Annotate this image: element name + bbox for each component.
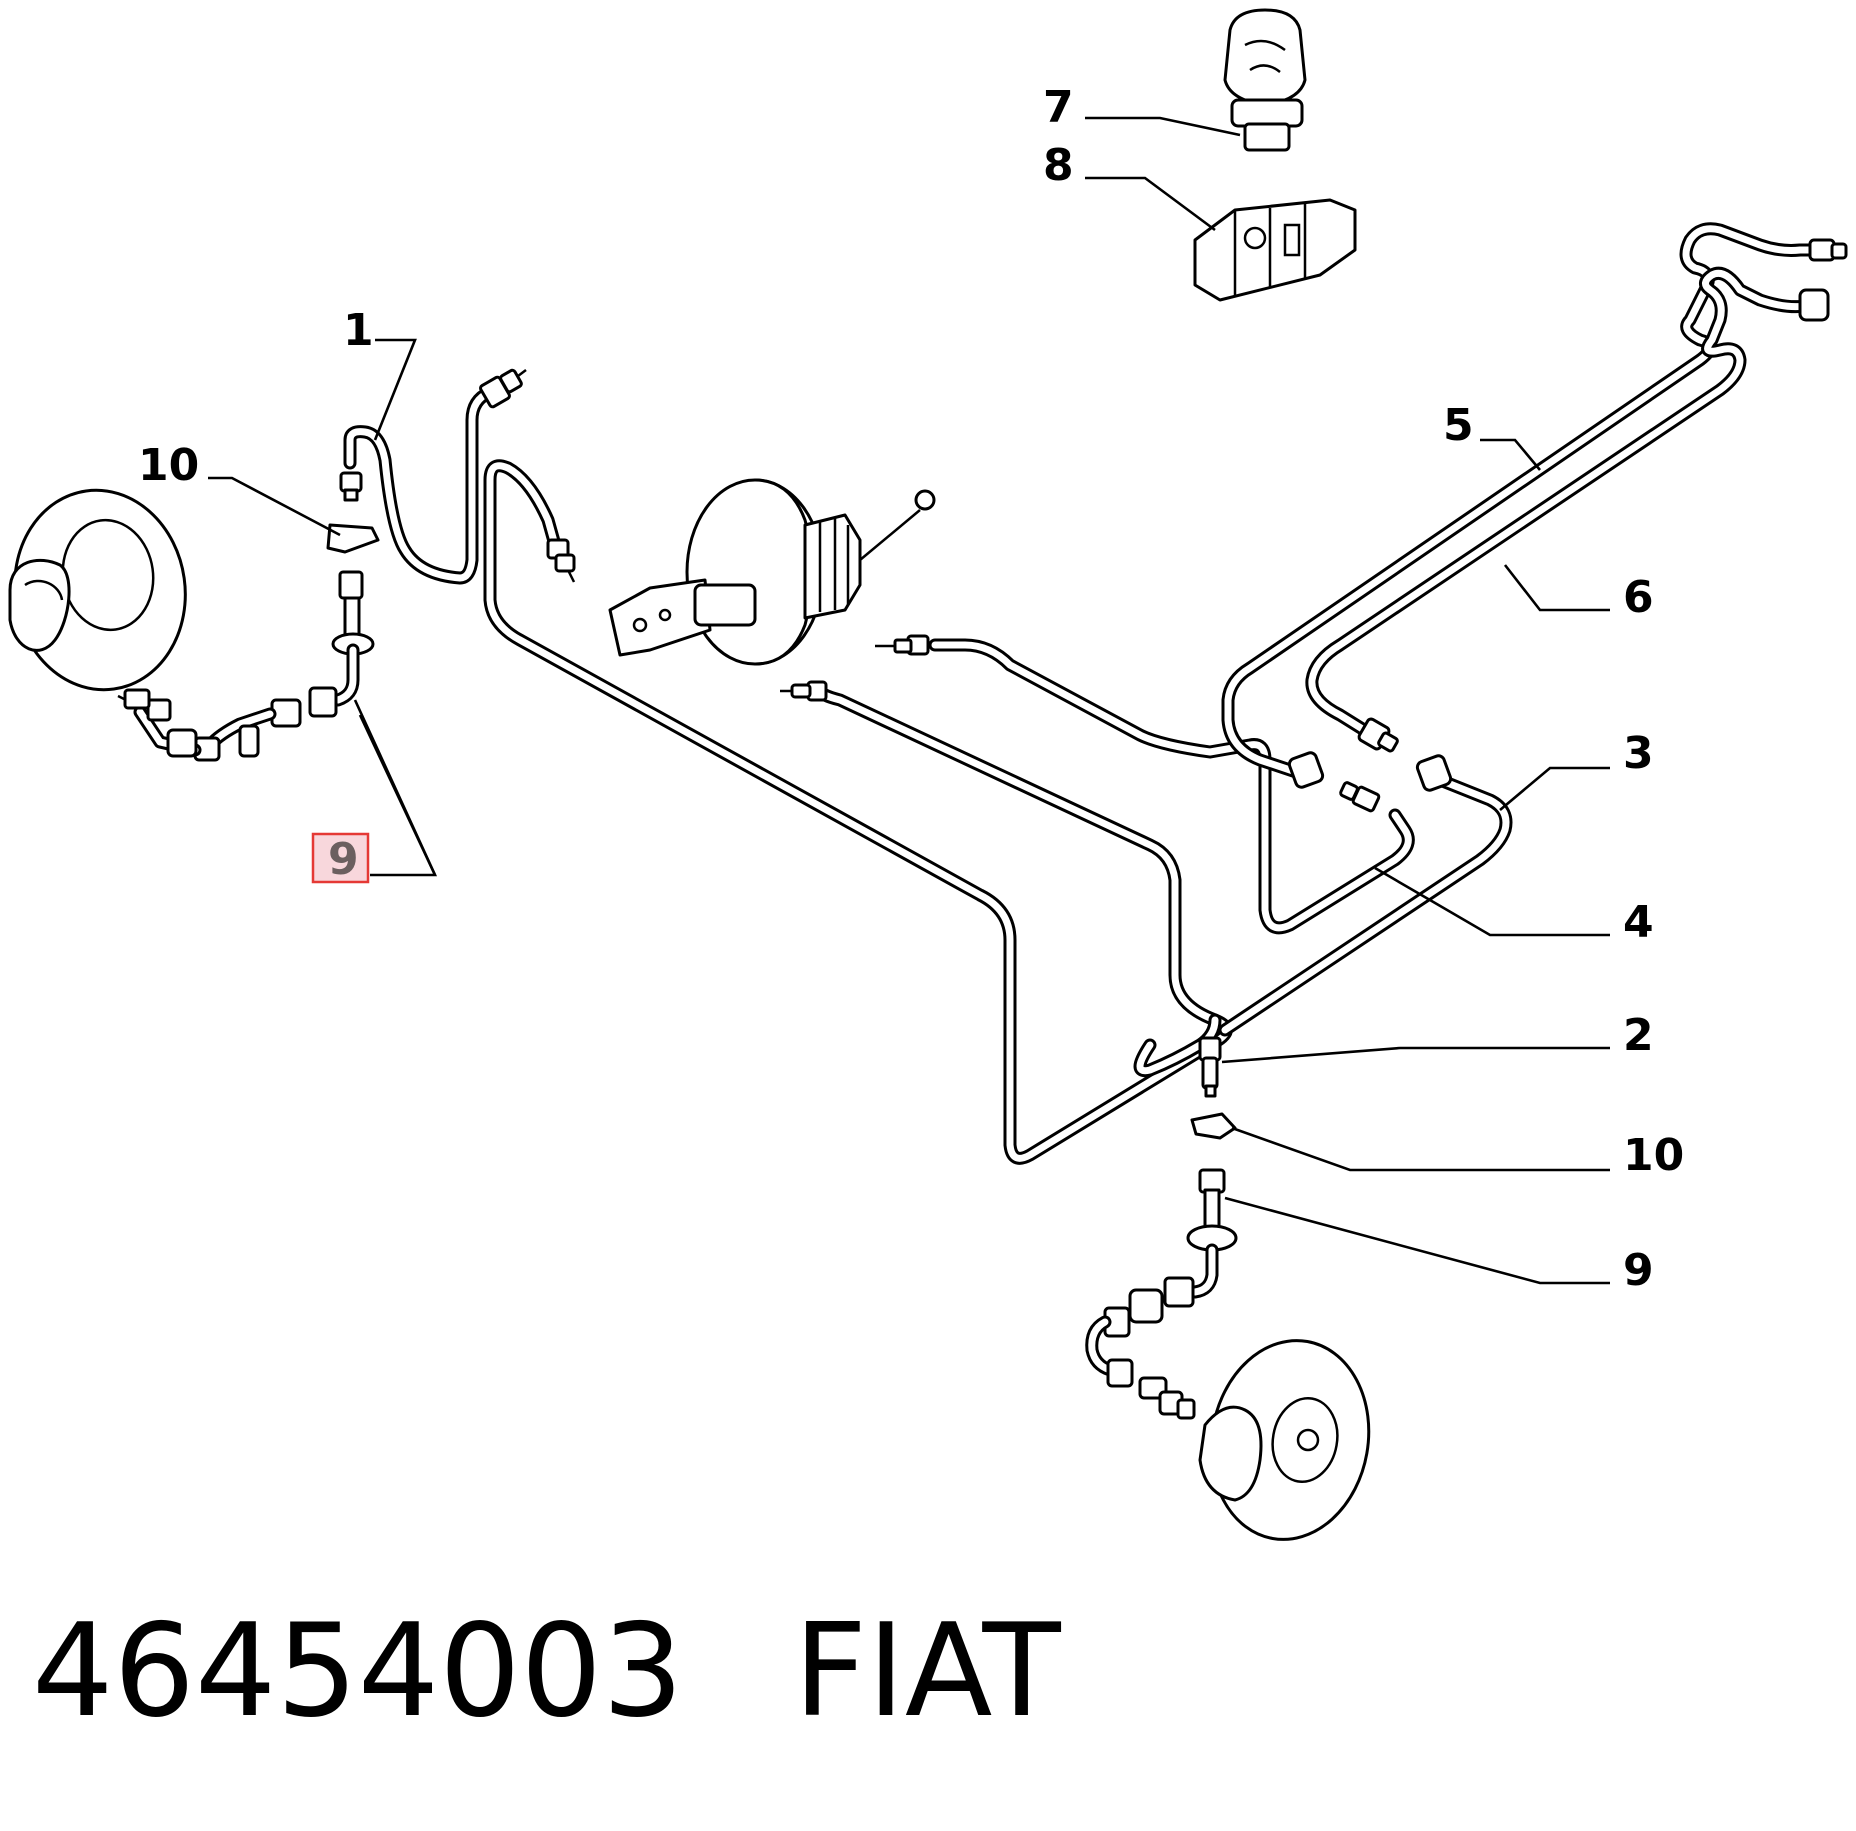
pipe-5 <box>1221 222 1848 789</box>
part-8-junction-block <box>1193 198 1357 302</box>
callout-7: 7 <box>1043 82 1074 133</box>
leader-10-left <box>208 476 341 537</box>
right-clip <box>1190 1112 1237 1140</box>
leader-1 <box>373 338 417 441</box>
pipe-4 <box>875 634 1415 935</box>
leader-9-left-b <box>358 714 437 876</box>
lower-tee-fitting <box>1133 1013 1222 1098</box>
callout-2: 2 <box>1623 1010 1654 1061</box>
callout-1: 1 <box>343 305 374 356</box>
pipe-6 <box>1305 266 1830 753</box>
callout-5: 5 <box>1443 400 1474 451</box>
left-brake-hose <box>117 570 375 762</box>
callout-10-right: 10 <box>1623 1130 1684 1181</box>
leader-2 <box>1221 1046 1610 1064</box>
leader-9-right <box>1224 1196 1610 1285</box>
callout-9-left: 9 <box>328 834 359 885</box>
leader-8 <box>1085 176 1216 232</box>
brake-booster <box>608 478 936 666</box>
leader-10-right <box>1231 1126 1610 1172</box>
left-clip <box>326 523 380 554</box>
footer: 46454003 FIAT <box>32 1592 1061 1752</box>
leader-4 <box>1374 866 1610 937</box>
leader-7 <box>1085 116 1241 137</box>
leader-3 <box>1499 766 1610 811</box>
callout-10-left: 10 <box>138 440 199 491</box>
pipe-3 <box>1218 754 1513 1037</box>
part-7-fitting <box>1223 8 1307 152</box>
callout-8: 8 <box>1043 140 1074 191</box>
part-number: 46454003 <box>32 1597 684 1746</box>
brand-name: FIAT <box>793 1597 1061 1746</box>
left-brake-disc <box>8 488 187 692</box>
callout-4: 4 <box>1623 897 1654 948</box>
callout-9-right: 9 <box>1623 1245 1654 1296</box>
callout-6: 6 <box>1623 572 1654 623</box>
callout-3: 3 <box>1623 728 1654 779</box>
right-brake-disc <box>1198 1339 1371 1541</box>
right-brake-hose <box>1085 1168 1238 1420</box>
callout-9-highlight-box <box>311 832 370 884</box>
brake-pipe-diagram: 1 10 9 7 8 5 6 3 4 2 10 9 <box>8 8 1848 1541</box>
pipe-1 <box>339 368 527 585</box>
leader-6 <box>1503 564 1610 612</box>
pipe-2 <box>483 459 1233 1165</box>
leader-5 <box>1480 438 1541 471</box>
